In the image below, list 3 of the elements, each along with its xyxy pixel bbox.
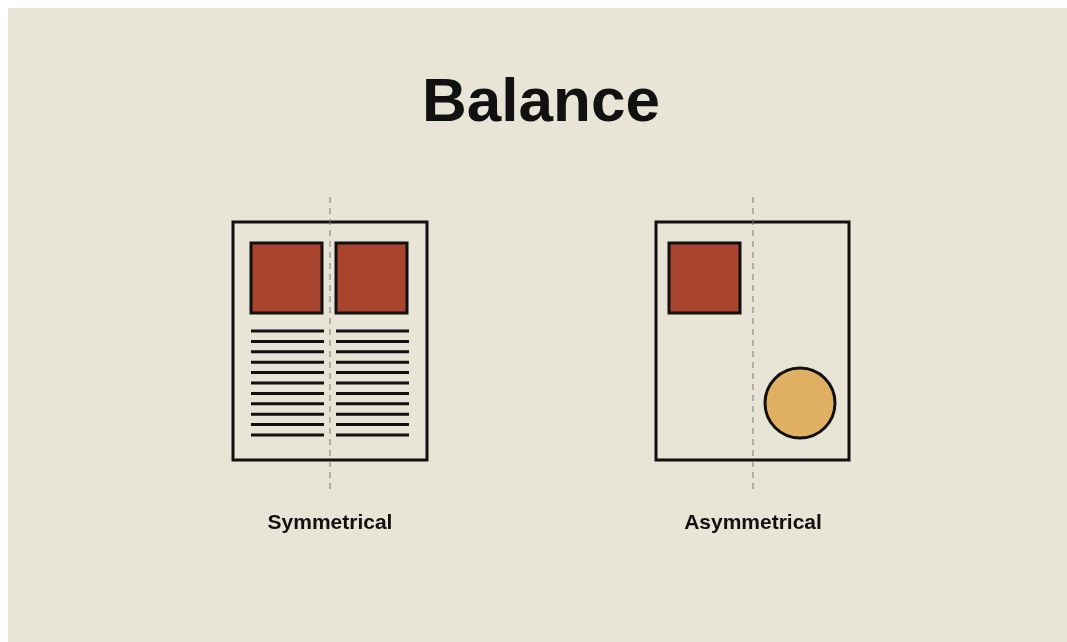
caption: Symmetrical: [267, 510, 393, 534]
title: Balance: [422, 64, 660, 135]
caption: Asymmetrical: [684, 510, 822, 534]
